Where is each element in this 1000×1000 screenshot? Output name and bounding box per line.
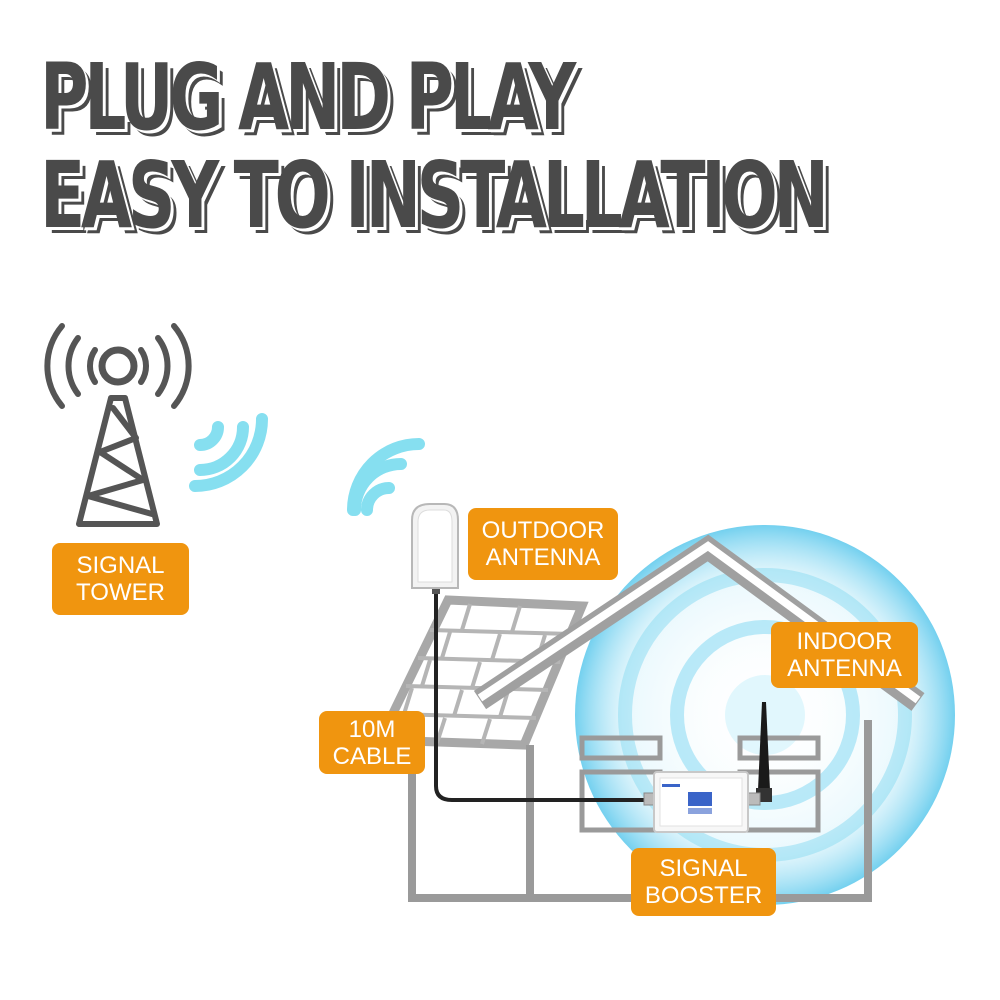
outdoor-panel-antenna-icon <box>411 503 459 594</box>
indoor-antenna-label: INDOOR ANTENNA <box>771 622 918 688</box>
outdoor-antenna-label: OUTDOOR ANTENNA <box>468 508 618 580</box>
cable-label: 10M CABLE <box>319 711 425 774</box>
signal-booster-icon <box>643 771 761 833</box>
headline-line-2: EASY TO INSTALLATION <box>40 142 829 249</box>
headline-line-1: PLUG AND PLAY <box>40 44 576 151</box>
coax-cable <box>434 592 648 802</box>
signal-booster-label: SIGNAL BOOSTER <box>631 848 776 916</box>
signal-tower-icon <box>44 323 192 527</box>
signal-tower-label: SIGNAL TOWER <box>52 543 189 615</box>
wifi-wave-icon <box>347 438 425 516</box>
wifi-wave-icon <box>189 413 268 492</box>
